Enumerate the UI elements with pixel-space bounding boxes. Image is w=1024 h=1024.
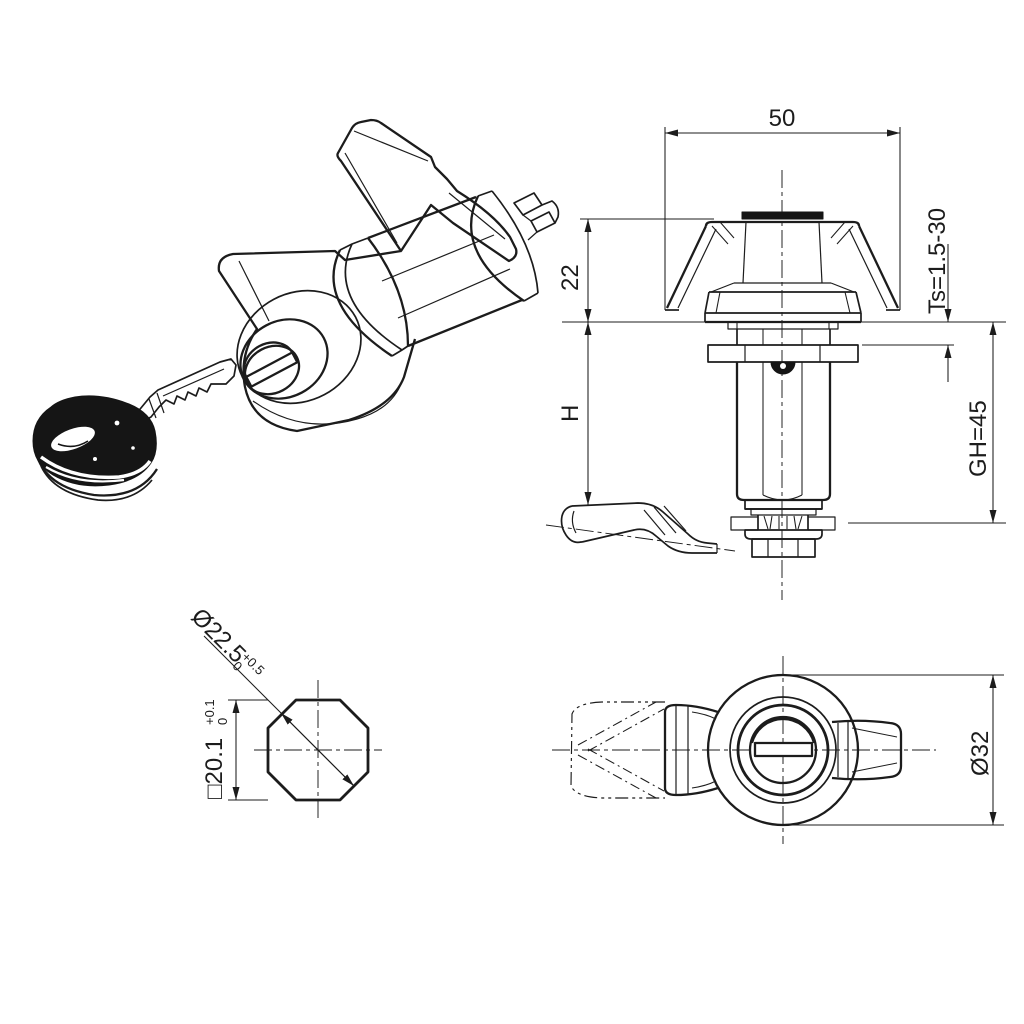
left-wing-inner-edge bbox=[238, 260, 270, 322]
cam-nut bbox=[751, 538, 816, 558]
front-wing-knob bbox=[665, 211, 900, 311]
knob-face-outline bbox=[217, 249, 417, 433]
cam-end-stub bbox=[513, 192, 560, 241]
lock-cylinder-face bbox=[236, 289, 362, 405]
view-front: 50 22 H Ts=1.5-30 GH=45 bbox=[545, 105, 1006, 600]
dim-top-diameter: Ø32 bbox=[967, 731, 994, 776]
top-right-wing bbox=[831, 719, 903, 781]
dim-panel-thickness: Ts=1.5-30 bbox=[924, 208, 951, 314]
key-blade bbox=[135, 358, 237, 423]
upper-wing-outline bbox=[336, 118, 518, 263]
key-head-lower-shell-2 bbox=[40, 465, 153, 502]
face-mid-ring bbox=[239, 318, 329, 400]
dim-front-width: 50 bbox=[769, 105, 796, 132]
cylinder-circle bbox=[748, 715, 818, 785]
dim-grip-length: H bbox=[557, 405, 584, 422]
upper-wing-details bbox=[344, 130, 506, 244]
key bbox=[32, 358, 237, 502]
barrel-outline bbox=[735, 362, 832, 502]
mounting-nut bbox=[707, 344, 859, 363]
cam-arm bbox=[545, 502, 736, 554]
lock-barrel bbox=[367, 190, 539, 348]
knob-skirt-band bbox=[252, 378, 404, 425]
front-dimensions: 50 22 H Ts=1.5-30 GH=45 bbox=[557, 105, 1006, 524]
front-body bbox=[707, 322, 859, 558]
latch-wing-knob bbox=[217, 118, 518, 433]
dim-cutout-square-tol-lower: 0 bbox=[215, 718, 230, 725]
top-left-wing bbox=[663, 703, 719, 797]
key-slot bbox=[243, 341, 299, 388]
dim-cutout-square: □20.1 bbox=[201, 738, 228, 799]
top-phantom-wing bbox=[570, 701, 665, 799]
flange-disc bbox=[332, 237, 410, 357]
front-flange bbox=[704, 291, 862, 324]
dim-grip-height: GH=45 bbox=[965, 400, 992, 477]
key-head bbox=[32, 395, 157, 487]
cylinder-ring bbox=[243, 344, 301, 396]
top-dimensions: Ø32 bbox=[788, 674, 1004, 826]
key-slot-bar bbox=[753, 741, 814, 758]
octagon-cutout bbox=[266, 698, 370, 802]
knob-cap bbox=[741, 211, 824, 220]
key-head-lower-shell bbox=[34, 451, 158, 497]
key-slot-arc bbox=[750, 717, 816, 744]
key-blade-ridge bbox=[162, 368, 225, 397]
view-profile-cutout: Ø22.5 +0.5 0 □20.1 +0.1 0 bbox=[186, 603, 382, 820]
knob-outer-circle bbox=[706, 673, 860, 827]
dim-knob-height: 22 bbox=[557, 264, 584, 291]
top-knob-circles bbox=[706, 673, 860, 827]
view-top: Ø32 bbox=[552, 656, 1004, 844]
dim-cutout-square-tol-upper: +0.1 bbox=[202, 699, 217, 725]
view-isometric bbox=[32, 118, 560, 502]
